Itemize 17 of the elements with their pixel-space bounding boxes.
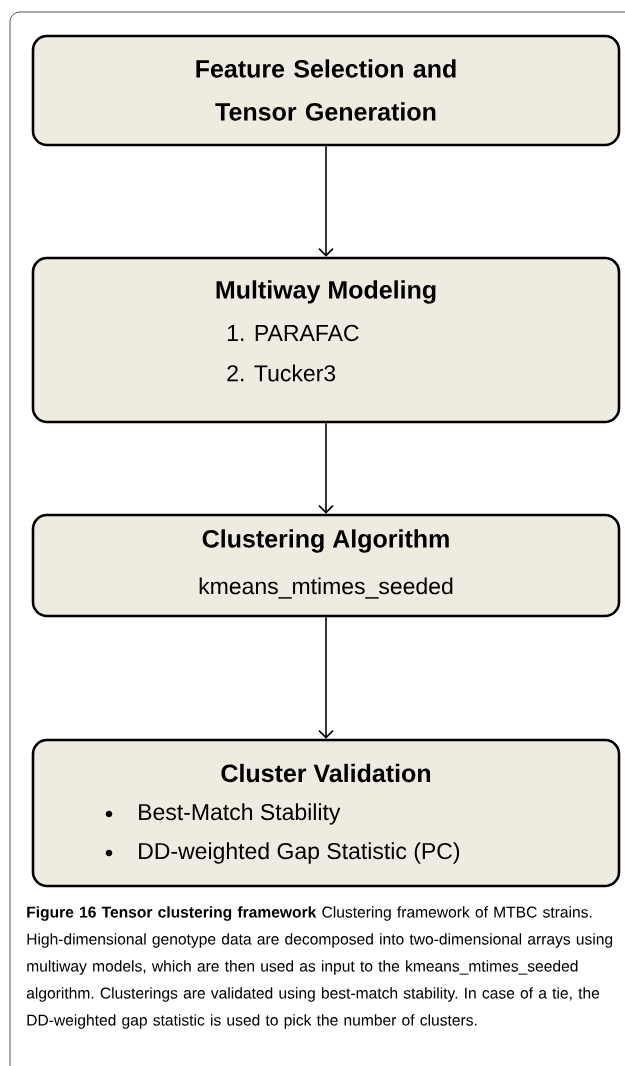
box-heading: Clustering Algorithm xyxy=(202,529,449,553)
arrow xyxy=(318,616,334,739)
process-box xyxy=(31,34,621,147)
list-item: DD-weighted Gap Statistic (PC) xyxy=(139,842,460,864)
box-heading: Multiway Modeling xyxy=(216,280,436,304)
process-box xyxy=(31,738,621,888)
box-heading: Feature Selection and Tensor Generation xyxy=(196,59,456,121)
arrow xyxy=(318,145,334,257)
box-heading: Cluster Validation xyxy=(221,763,431,783)
list-item: Best-Match Stability xyxy=(139,803,341,825)
arrow xyxy=(318,422,334,514)
list-item: 1. PARAFAC xyxy=(227,324,359,342)
figure-caption: Figure 16 Tensor clustering framework Clustering framework of MTBC strains. High-dimensional genotype data are decomposed into two-dimensional arrays using multiway models, which are then used as input to the kmeans_mtimes_seeded algorithm. Clusterings are validated using best-match stability. In case of a tie, the DD-weighted gap statistic is used to pick the number of clusters. xyxy=(26,906,613,1029)
process-box xyxy=(31,256,621,424)
list-item: 2. Tucker3 xyxy=(227,364,336,382)
box-text: kmeans_mtimes_seeded xyxy=(199,577,453,599)
process-box xyxy=(31,513,621,618)
